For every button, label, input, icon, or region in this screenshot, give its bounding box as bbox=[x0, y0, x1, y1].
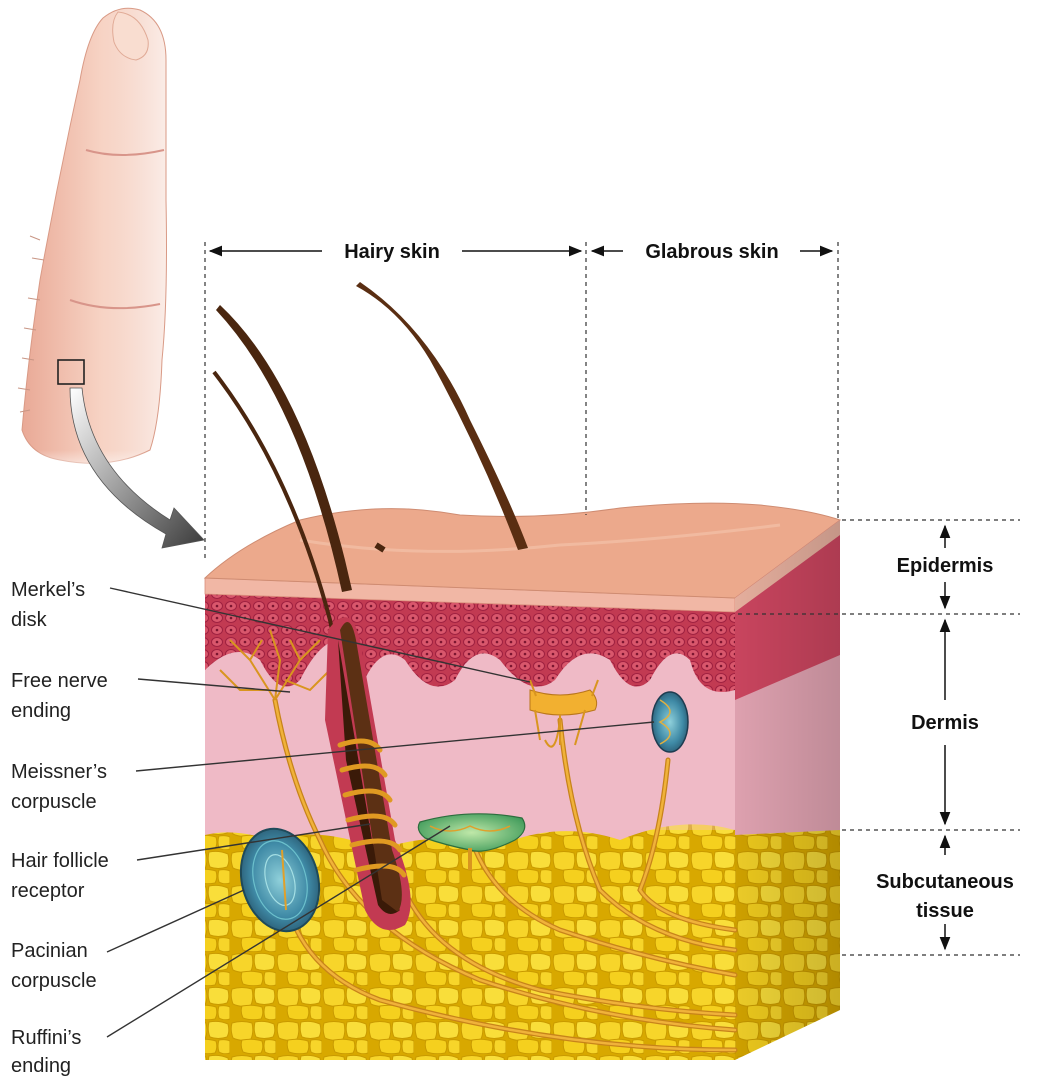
dermis-label: Dermis bbox=[911, 712, 979, 734]
free-nerve-label-line1: Free nerve bbox=[11, 670, 108, 692]
free-nerve-label-line2: ending bbox=[11, 700, 71, 722]
hairy-skin-label: Hairy skin bbox=[344, 241, 440, 263]
meissner-label-line2: corpuscle bbox=[11, 791, 97, 813]
hair-follicle-label-line1: Hair follicle bbox=[11, 850, 109, 872]
glabrous-skin-label: Glabrous skin bbox=[645, 241, 778, 263]
pacinian-label-line1: Pacinian bbox=[11, 940, 88, 962]
meissner-label-line1: Meissner’s bbox=[11, 761, 107, 783]
subcutaneous-label: Subcutaneous bbox=[876, 871, 1014, 893]
epidermis-label: Epidermis bbox=[897, 555, 994, 577]
finger-illustration bbox=[10, 8, 204, 548]
skin-block bbox=[205, 282, 840, 1060]
hair-follicle-label-line2: receptor bbox=[11, 880, 85, 902]
merkel-label-line2: disk bbox=[11, 609, 48, 631]
tissue-label: tissue bbox=[916, 900, 974, 922]
ruffini-label-line2: ending bbox=[11, 1055, 71, 1076]
pacinian-label-line2: corpuscle bbox=[11, 970, 97, 992]
ruffini-label-line1: Ruffini’s bbox=[11, 1027, 81, 1049]
merkel-label-line1: Merkel’s bbox=[11, 579, 85, 601]
meissner-corpuscle bbox=[652, 692, 688, 752]
